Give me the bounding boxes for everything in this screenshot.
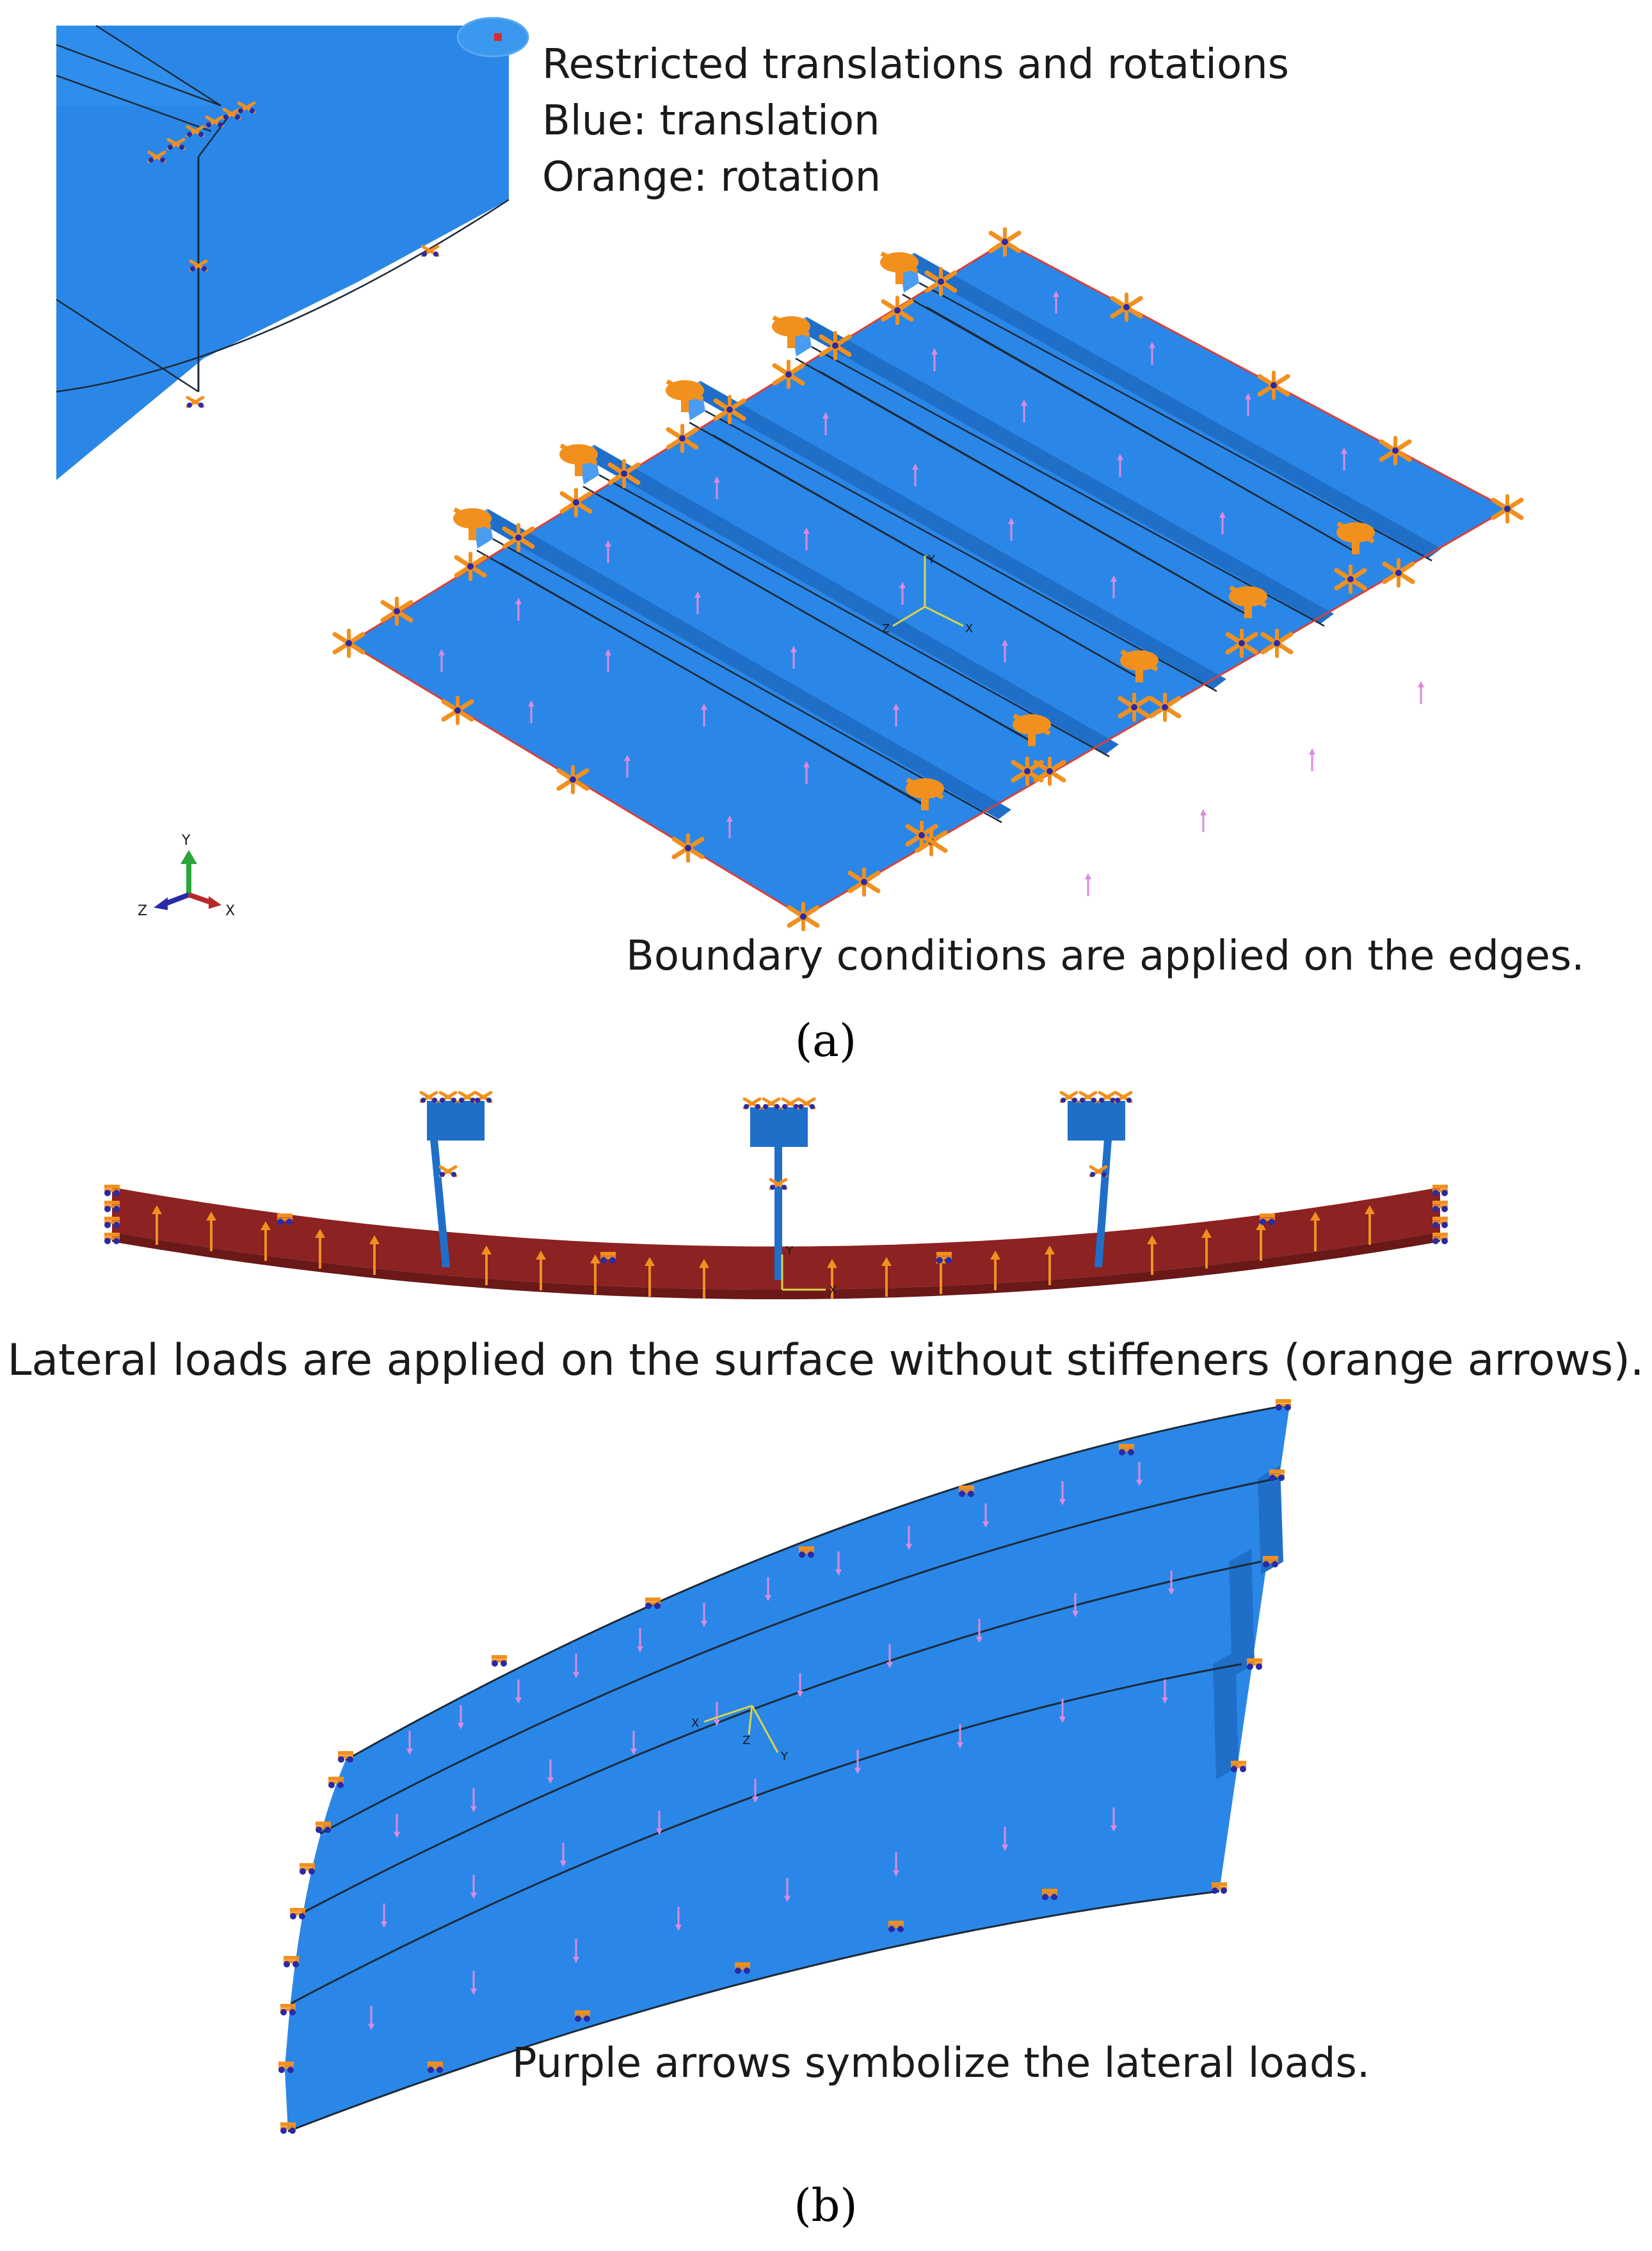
plate-triad-x: X [965,622,973,636]
plate-triad-y: Y [927,553,936,566]
plate-triad-z: Z [882,622,890,636]
section-triad-x: X [829,1284,837,1297]
triad-x-label: X [225,903,235,919]
panel-b-section: Y X [104,1093,1448,1300]
panel-b-label: (b) [794,2179,857,2232]
panel-b-caption-top: Lateral loads are applied on the surface… [7,1335,1644,1386]
shell-triad-y: Y [780,1750,789,1763]
panel-a-label: (a) [795,1014,856,1067]
section-mini-triad: Y X [781,1244,837,1297]
plate-mini-triad: Y Z X [882,553,973,636]
shell-triad-x: X [691,1717,699,1730]
bc-legend-title: Restricted translations and rotations [542,41,1289,88]
triad-z-label: Z [138,903,147,919]
panel-a-caption: Boundary conditions are applied on the e… [626,933,1585,980]
panel-a: Restricted translations and rotations Bl… [56,17,1585,1067]
section-stiffeners [421,1093,1132,1280]
panel-b-curved-shell: X Y Z [278,1399,1291,2134]
stiffened-plate: Y Z X [335,229,1521,929]
global-axis-triad: Y Z X [138,833,235,919]
panel-b-caption-bottom: Purple arrows symbolize the lateral load… [512,2040,1370,2087]
bc-legend-blue: Blue: translation [542,97,880,145]
shell-mini-triad: X Y Z [691,1704,789,1763]
section-triad-y: Y [785,1244,794,1258]
zoom-inset [56,17,529,480]
bc-legend-orange: Orange: rotation [542,154,881,201]
triad-y-label: Y [181,833,191,849]
shell-triad-z: Z [742,1734,750,1747]
